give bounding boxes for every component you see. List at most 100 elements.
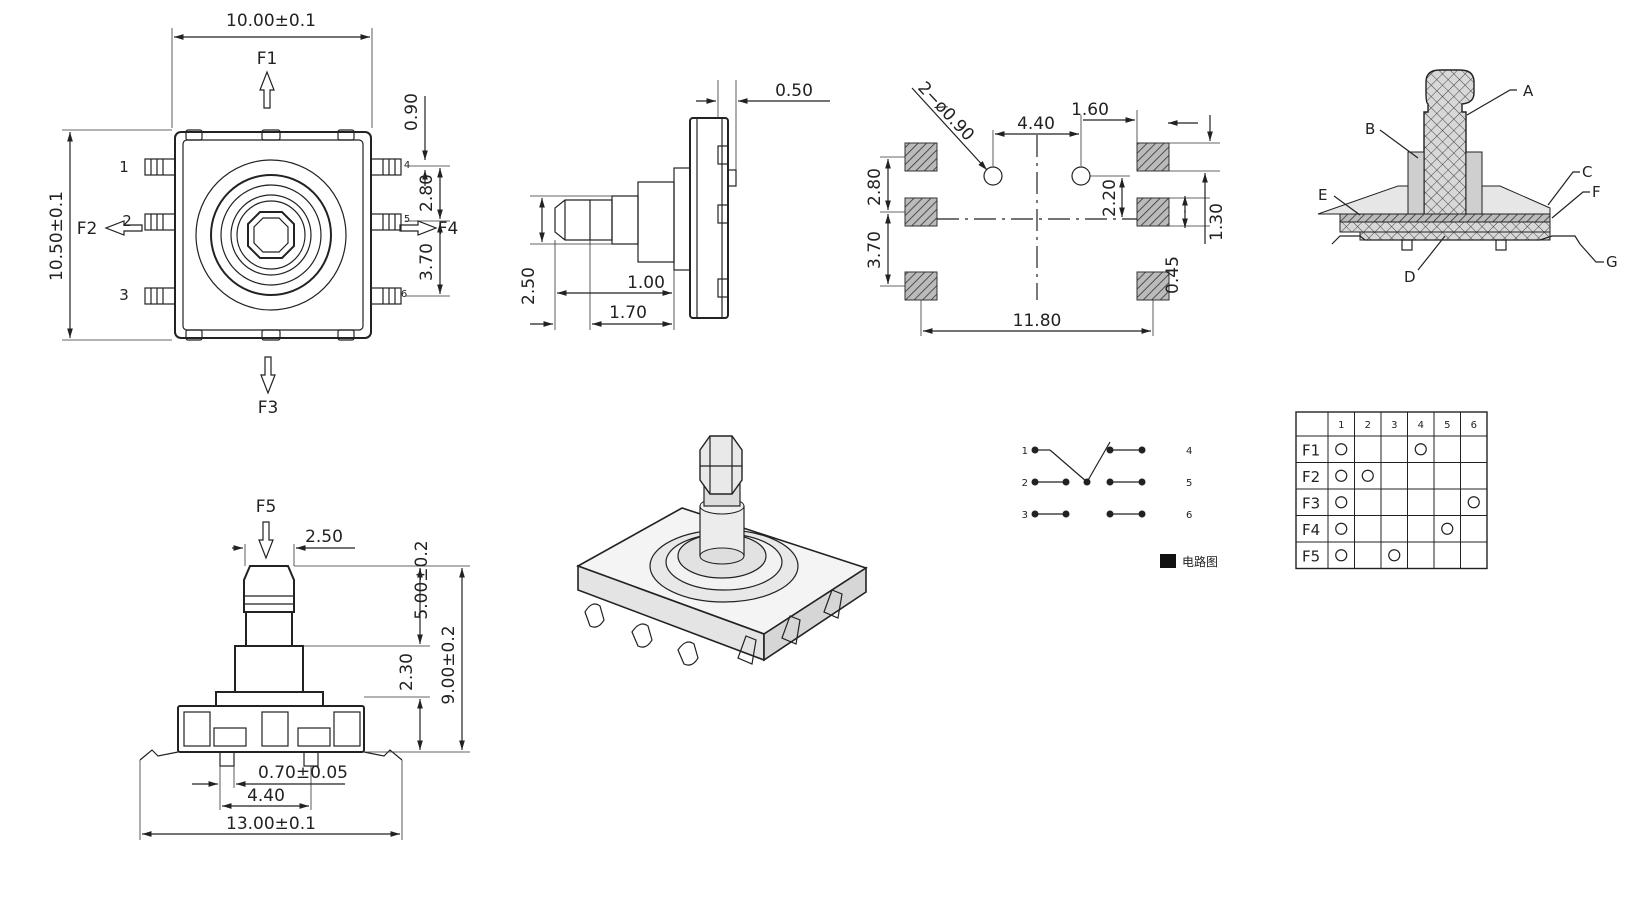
pad [904,197,938,227]
circuit-pin-2: 2 [1022,478,1028,489]
table-row-label: F4 [1302,521,1320,539]
circuit-pin-5: 5 [1186,478,1192,489]
front-dim-9-00: 9.00±0.2 [439,625,459,704]
svg-text:F2: F2 [77,219,98,239]
contact-mark [1335,443,1348,456]
pad [904,142,938,172]
part-label-d: D [1404,268,1416,286]
table-row-label: F2 [1302,468,1320,486]
table-column-header: 5 [1444,420,1450,431]
force-arrow-f5 [258,521,274,560]
contact-mark [1467,496,1480,509]
pin-label-3: 3 [119,286,129,304]
table-column-header: 6 [1471,420,1477,431]
contact-mark [1335,549,1348,562]
force-arrow-f1: F1 [257,49,278,109]
contact-mark [1335,496,1348,509]
front-dim-5-00: 5.00±0.2 [412,540,432,619]
circuit-pin-1: 1 [1022,446,1028,457]
front-view: F5 2.50 5.00±0.2 2.30 9.00±0. [139,497,470,840]
part-label-g: G [1606,253,1618,271]
part-label-f: F [1592,183,1601,201]
pin-label-4: 4 [404,160,410,171]
contact-mark [1335,522,1348,535]
pad [1136,142,1170,172]
pad [1136,197,1170,227]
side-dim-1-70: 1.70 [609,303,647,323]
width-dimension: 10.00±0.1 [226,11,316,31]
circuit-pin-3: 3 [1022,510,1028,521]
pcb-footprint: 2−ø0.90 4.40 1.60 2.80 3.70 2.20 1.30 0.… [865,78,1227,336]
front-knob [243,565,295,613]
side-view: 0.50 2.50 1.00 1.70 [519,80,830,330]
mounting-hole [1071,166,1091,186]
circuit-pin-4: 4 [1186,446,1192,457]
footprint-dim-2-20: 2.20 [1100,179,1120,217]
table-row-label: F1 [1302,441,1320,459]
footprint-dim-11-80: 11.80 [1013,311,1062,331]
svg-text:F1: F1 [257,49,278,69]
front-dim-13-00: 13.00±0.1 [226,814,316,834]
part-label-a: A [1523,82,1534,100]
side-dim-0-50: 0.50 [775,81,813,101]
circuit-pin-6: 6 [1186,510,1192,521]
footprint-dim-1-30: 1.30 [1207,203,1227,241]
top-view: 10.00±0.1 10.50±0.1 [47,11,458,418]
pin-offset-dim: 0.90 [402,93,422,131]
front-dim-4-40: 4.40 [247,786,285,806]
footprint-dim-4-40: 4.40 [1017,114,1055,134]
table-column-header: 3 [1391,420,1397,431]
table-column-header: 4 [1418,420,1424,431]
footprint-dim-2-80: 2.80 [865,168,885,206]
contact-mark [1388,549,1401,562]
switch-body-outline [174,131,372,339]
part-label-e: E [1318,186,1327,204]
side-dim-2-50: 2.50 [519,267,539,305]
footprint-dim-1-60: 1.60 [1071,100,1109,120]
part-label-c: C [1582,163,1592,181]
table-column-header: 1 [1338,420,1344,431]
pin-label-2: 2 [122,212,132,230]
force-arrow-f3: F3 [258,356,279,418]
circuit-diagram: 1 2 3 4 5 6 电路图 [1022,441,1218,569]
contact-mark [1414,443,1427,456]
footprint-dim-3-70: 3.70 [865,231,885,269]
part-label-b: B [1365,120,1375,138]
contact-mark [1335,469,1348,482]
contact-mark [1441,522,1454,535]
contact-mark [1361,469,1374,482]
legend-swatch [1160,554,1176,568]
front-dim-0-70: 0.70±0.05 [258,763,348,783]
circuit-legend-label: 电路图 [1182,554,1218,569]
pin-pitch-dim-b: 3.70 [417,243,437,281]
mounting-hole [983,166,1003,186]
actuator-stem [1423,69,1475,229]
actuator-knob [247,211,295,259]
pad [1136,271,1170,301]
svg-text:F4: F4 [438,219,459,239]
table-column-header: 2 [1365,420,1371,431]
pad [904,271,938,301]
pin-label-5: 5 [404,214,410,225]
pin-pitch-dim-a: 2.80 [417,174,437,212]
force-arrow-f2: F2 [77,219,143,239]
table-row-label: F3 [1302,494,1320,512]
cross-section: A B C D E F G [1317,69,1618,286]
force-label-f5: F5 [256,497,277,517]
height-dimension: 10.50±0.1 [47,191,67,281]
pin-label-1: 1 [119,158,129,176]
front-body [177,705,365,753]
hole-dim: 2−ø0.90 [913,78,978,145]
table-row-label: F5 [1302,547,1320,565]
side-dim-1-00: 1.00 [627,273,665,293]
table-frame [1295,411,1488,570]
outer-ring [195,159,347,311]
isometric-knob [699,435,743,495]
front-dim-2-30: 2.30 [397,653,417,691]
front-dim-2-50: 2.50 [305,527,343,547]
pin-label-6: 6 [401,289,407,300]
footprint-dim-0-45: 0.45 [1163,256,1183,294]
svg-text:F3: F3 [258,398,279,418]
